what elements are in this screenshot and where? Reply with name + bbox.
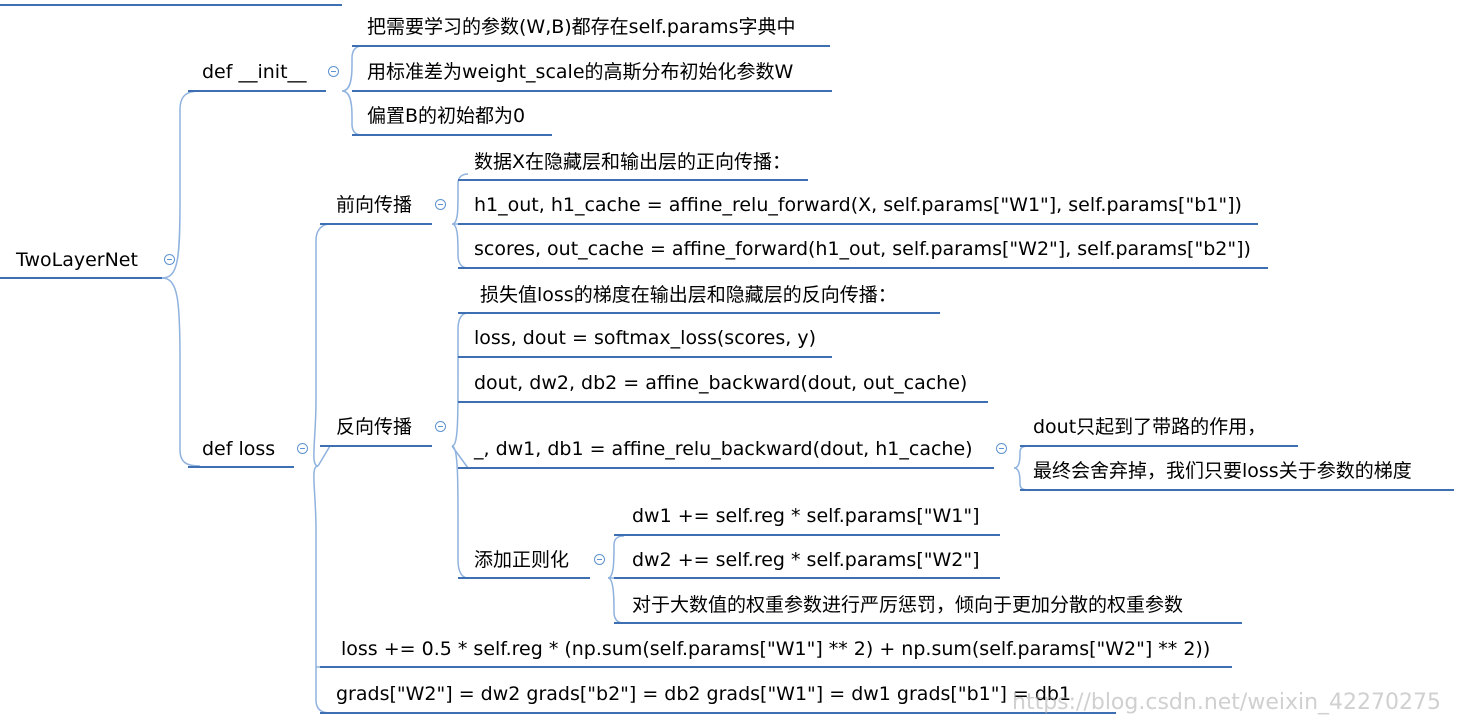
collapse-icon[interactable] — [164, 254, 175, 265]
init-item-3-underline — [352, 134, 552, 136]
connector-loss-backward — [317, 445, 331, 467]
loss-node-label[interactable]: def loss — [202, 438, 276, 460]
reg-item-3-underline — [614, 622, 1242, 624]
root-node-label[interactable]: TwoLayerNet — [16, 249, 138, 271]
collapse-icon[interactable] — [435, 421, 446, 432]
loss-reg-underline — [320, 666, 1232, 668]
connector-loss-bottom — [313, 465, 331, 714]
reg-item-1-underline — [614, 534, 1000, 536]
top-edge-branch — [0, 0, 342, 6]
backward-item-3-underline — [458, 401, 988, 403]
backward-underline — [320, 445, 432, 447]
connector-forward-items — [451, 173, 469, 269]
connector-reg-items — [607, 535, 625, 624]
forward-underline — [320, 223, 432, 225]
forward-item-3[interactable]: scores, out_cache = affine_forward(h1_ou… — [474, 238, 1251, 260]
forward-node-label[interactable]: 前向传播 — [336, 194, 413, 216]
init-item-1-underline — [352, 45, 830, 47]
note-1-underline — [1020, 445, 1298, 447]
grads-underline — [320, 712, 1116, 714]
note-1[interactable]: dout只起到了带路的作用， — [1033, 416, 1267, 438]
watermark: https://blog.csdn.net/weixin_42270275 — [1012, 690, 1442, 715]
backward-item-2-underline — [458, 356, 832, 358]
collapse-icon[interactable] — [328, 66, 339, 77]
init-item-1[interactable]: 把需要学习的参数(W,B)都存在self.params字典中 — [367, 16, 796, 38]
backward-item-4-underline — [458, 467, 994, 469]
collapse-icon[interactable] — [297, 443, 308, 454]
backward-item-1-underline — [458, 312, 940, 314]
backward-item-3[interactable]: dout, dw2, db2 = affine_backward(dout, o… — [474, 372, 968, 394]
regularization-underline — [458, 577, 590, 579]
forward-item-1[interactable]: 数据X在隐藏层和输出层的正向传播： — [474, 151, 792, 173]
note-2[interactable]: 最终会舍弃掉，我们只要loss关于参数的梯度 — [1033, 460, 1412, 482]
init-item-2-underline — [352, 90, 832, 92]
init-item-3[interactable]: 偏置B的初始都为0 — [367, 105, 526, 127]
loss-reg-item[interactable]: loss += 0.5 * self.reg * (np.sum(self.pa… — [341, 638, 1211, 660]
reg-item-2-underline — [614, 577, 1000, 579]
loss-underline — [188, 466, 294, 468]
backward-item-1[interactable]: 损失值loss的梯度在输出层和隐藏层的反向传播： — [480, 284, 897, 306]
backward-item-2[interactable]: loss, dout = softmax_loss(scores, y) — [474, 327, 816, 349]
collapse-icon[interactable] — [435, 199, 446, 210]
init-item-2[interactable]: 用标准差为weight_scale的高斯分布初始化参数W — [367, 61, 794, 83]
root-underline — [0, 277, 162, 279]
forward-item-2-underline — [458, 223, 1258, 225]
connector-root-loss — [161, 277, 201, 467]
reg-item-3[interactable]: 对于大数值的权重参数进行严厉惩罚，倾向于更加分散的权重参数 — [632, 594, 1184, 616]
connector-loss-forward — [313, 223, 331, 467]
connector-backward-items — [451, 312, 469, 579]
grads-item[interactable]: grads["W2"] = dw2 grads["b2"] = db2 grad… — [336, 683, 1072, 705]
connector-notes — [1013, 445, 1029, 491]
reg-item-2[interactable]: dw2 += self.reg * self.params["W2"] — [632, 549, 980, 571]
collapse-icon[interactable] — [996, 443, 1007, 454]
init-node-label[interactable]: def __init__ — [202, 61, 307, 83]
backward-node-label[interactable]: 反向传播 — [336, 416, 413, 438]
connector-root-init — [161, 90, 201, 279]
forward-item-2[interactable]: h1_out, h1_cache = affine_relu_forward(X… — [474, 194, 1242, 216]
reg-item-1[interactable]: dw1 += self.reg * self.params["W1"] — [632, 505, 980, 527]
forward-item-3-underline — [458, 267, 1268, 269]
collapse-icon[interactable] — [594, 554, 605, 565]
note-2-underline — [1020, 489, 1454, 491]
forward-item-1-underline — [458, 179, 808, 181]
regularization-node-label[interactable]: 添加正则化 — [474, 549, 570, 571]
backward-item-4[interactable]: _, dw1, db1 = affine_relu_backward(dout,… — [474, 438, 973, 460]
init-underline — [188, 90, 326, 92]
